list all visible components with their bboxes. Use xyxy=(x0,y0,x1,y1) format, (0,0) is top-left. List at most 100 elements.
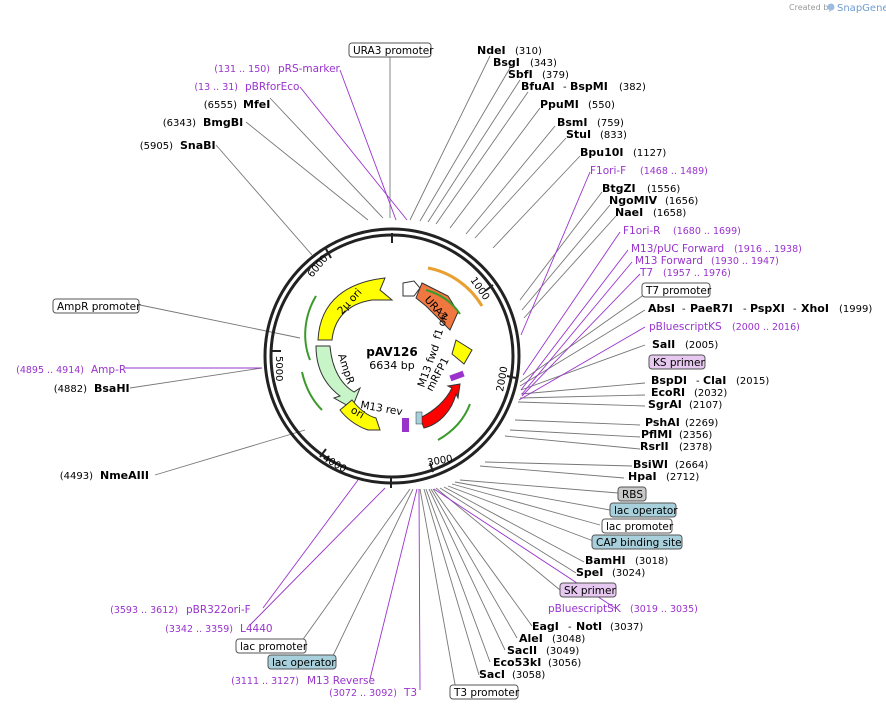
credit-prefix: Created by xyxy=(789,3,833,12)
f1ori-f-pos: (1468 .. 1489) xyxy=(640,166,708,177)
stui-pos: (833) xyxy=(600,130,627,141)
lac-stripe xyxy=(415,411,423,425)
prs-marker-name: pRS-marker xyxy=(278,63,341,75)
naei-name: NaeI xyxy=(615,206,643,219)
snapgene-logo-icon xyxy=(827,3,835,11)
t7-promoter-text: T7 promoter xyxy=(645,285,712,297)
nmeaiii-name: NmeAIII xyxy=(100,469,149,482)
lac-operator-right-box: lac operator xyxy=(609,502,678,518)
bsmi-pos: (759) xyxy=(597,118,624,129)
ecori-name: EcoRI xyxy=(651,386,685,399)
pflmi-pos: (2356) xyxy=(679,430,712,441)
stui-name: StuI xyxy=(566,128,591,141)
t7-name: T7 xyxy=(639,267,653,279)
ampr-promoter-text: AmpR promoter xyxy=(57,301,141,313)
tick-4000: 4000 xyxy=(321,453,349,475)
bmgbi-pos: (6343) xyxy=(163,118,196,129)
dash-5: - xyxy=(568,622,572,633)
ura3-direction-arrow2 xyxy=(425,289,461,315)
ampr-promoter-box: AmpR promoter xyxy=(52,298,141,314)
ampr-arrow xyxy=(301,371,323,411)
lac-promoter-left-box: lac promoter xyxy=(235,638,308,654)
m13reverse-name: M13 Reverse xyxy=(307,675,375,687)
ndei-name: NdeI xyxy=(477,44,506,57)
ura3-direction-arrow xyxy=(427,266,484,307)
t3-promoter-box: T3 promoter xyxy=(449,684,520,700)
nmeaiii-pos: (4493) xyxy=(60,471,93,482)
ks-primer-box: KS primer xyxy=(648,354,706,370)
eco53ki-pos: (3056) xyxy=(548,658,581,669)
two-micron-arrow xyxy=(304,295,317,361)
noti-name: NotI xyxy=(576,620,602,633)
snabi-pos: (5905) xyxy=(140,141,173,152)
m13fwd-name: M13 Forward xyxy=(635,255,703,267)
sali-pos: (2005) xyxy=(685,340,718,351)
pbrforeco-name: pBRforEco xyxy=(245,81,299,93)
tick-3000: 3000 xyxy=(427,454,454,469)
pbr322ori-pos: (3593 .. 3612) xyxy=(110,605,178,616)
prs-marker-pos: (131 .. 150) xyxy=(214,64,270,75)
t3-pos: (3072 .. 3092) xyxy=(329,688,397,699)
eco53ki-name: Eco53kI xyxy=(493,656,541,669)
bamhi-name: BamHI xyxy=(585,554,626,567)
pbluescriptks-pos: (2000 .. 2016) xyxy=(732,322,800,333)
bsiwi-name: BsiWI xyxy=(633,458,668,471)
sbfi-pos: (379) xyxy=(542,70,569,81)
sgrai-name: SgrAI xyxy=(648,398,682,411)
bmgbi-name: BmgBI xyxy=(203,116,243,129)
pshai-name: PshAI xyxy=(645,416,680,429)
pbrforeco-pos: (13 .. 31) xyxy=(194,82,238,93)
ori-label: ori xyxy=(349,404,367,421)
bspmi-name: BspMI xyxy=(570,80,608,93)
pspxi-name: PspXI xyxy=(750,302,785,315)
clai-name: ClaI xyxy=(703,374,726,387)
ura3-feature xyxy=(415,282,459,331)
f1ori-r-pos: (1680 .. 1699) xyxy=(673,226,741,237)
bsahi-name: BsaHI xyxy=(94,382,130,395)
m13puc-name: M13/pUC Forward xyxy=(631,243,724,255)
mfei-pos: (6555) xyxy=(204,100,237,111)
two-micron-feature xyxy=(317,277,394,341)
snabi-name: SnaBI xyxy=(180,139,216,152)
mrfp1-arrow xyxy=(437,403,471,441)
dash-1: - xyxy=(682,304,686,315)
paer7i-name: PaeR7I xyxy=(690,302,733,315)
bfuai-pos: (382) xyxy=(619,82,646,93)
lac-promoter-right-box: lac promoter xyxy=(601,518,674,534)
sacii-name: SacII xyxy=(507,644,537,657)
cap-site-box: CAP binding site xyxy=(591,534,683,550)
bpu10i-name: Bpu10I xyxy=(580,146,624,159)
mrfp1-feature xyxy=(419,383,461,429)
pbluescriptks-name: pBluescriptKS xyxy=(649,321,722,333)
dash-4: - xyxy=(696,376,700,387)
bfuai-name: BfuAI xyxy=(521,80,555,93)
t3-name: T3 xyxy=(403,687,417,699)
bsgi-name: BsgI xyxy=(493,56,520,69)
spei-pos: (3024) xyxy=(612,568,645,579)
credit-brand: SnapGene xyxy=(837,3,886,14)
btgzi-name: BtgZI xyxy=(602,182,636,195)
m13fwd-pos: (1930 .. 1947) xyxy=(711,256,779,267)
ori-feature xyxy=(339,399,381,431)
ngomiv-name: NgoMIV xyxy=(609,194,658,207)
eagi-pos: (3037) xyxy=(610,622,643,633)
pbr322ori-name: pBR322ori-F xyxy=(186,604,251,616)
hpai-name: HpaI xyxy=(628,470,657,483)
ndei-pos: (310) xyxy=(515,46,542,57)
rsrii-name: RsrII xyxy=(640,440,669,453)
bpu10i-pos: (1127) xyxy=(633,148,666,159)
ura3-promoter-box: URA3 promoter xyxy=(348,42,434,58)
rsrii-pos: (2378) xyxy=(679,442,712,453)
ecori-pos: (2032) xyxy=(694,388,727,399)
lac-promoter-right-text: lac promoter xyxy=(606,521,674,533)
dash-2: - xyxy=(743,304,747,315)
bsgi-pos: (343) xyxy=(530,58,557,69)
l4440-name: L4440 xyxy=(240,623,273,635)
rbs-box: RBS xyxy=(617,486,647,502)
bsmi-name: BsmI xyxy=(557,116,588,129)
f1ori-r-name: F1ori-R xyxy=(623,225,660,237)
sacii-pos: (3049) xyxy=(546,646,579,657)
cap-site-text: CAP binding site xyxy=(596,537,682,549)
m13reverse-pos: (3111 .. 3127) xyxy=(231,676,299,687)
